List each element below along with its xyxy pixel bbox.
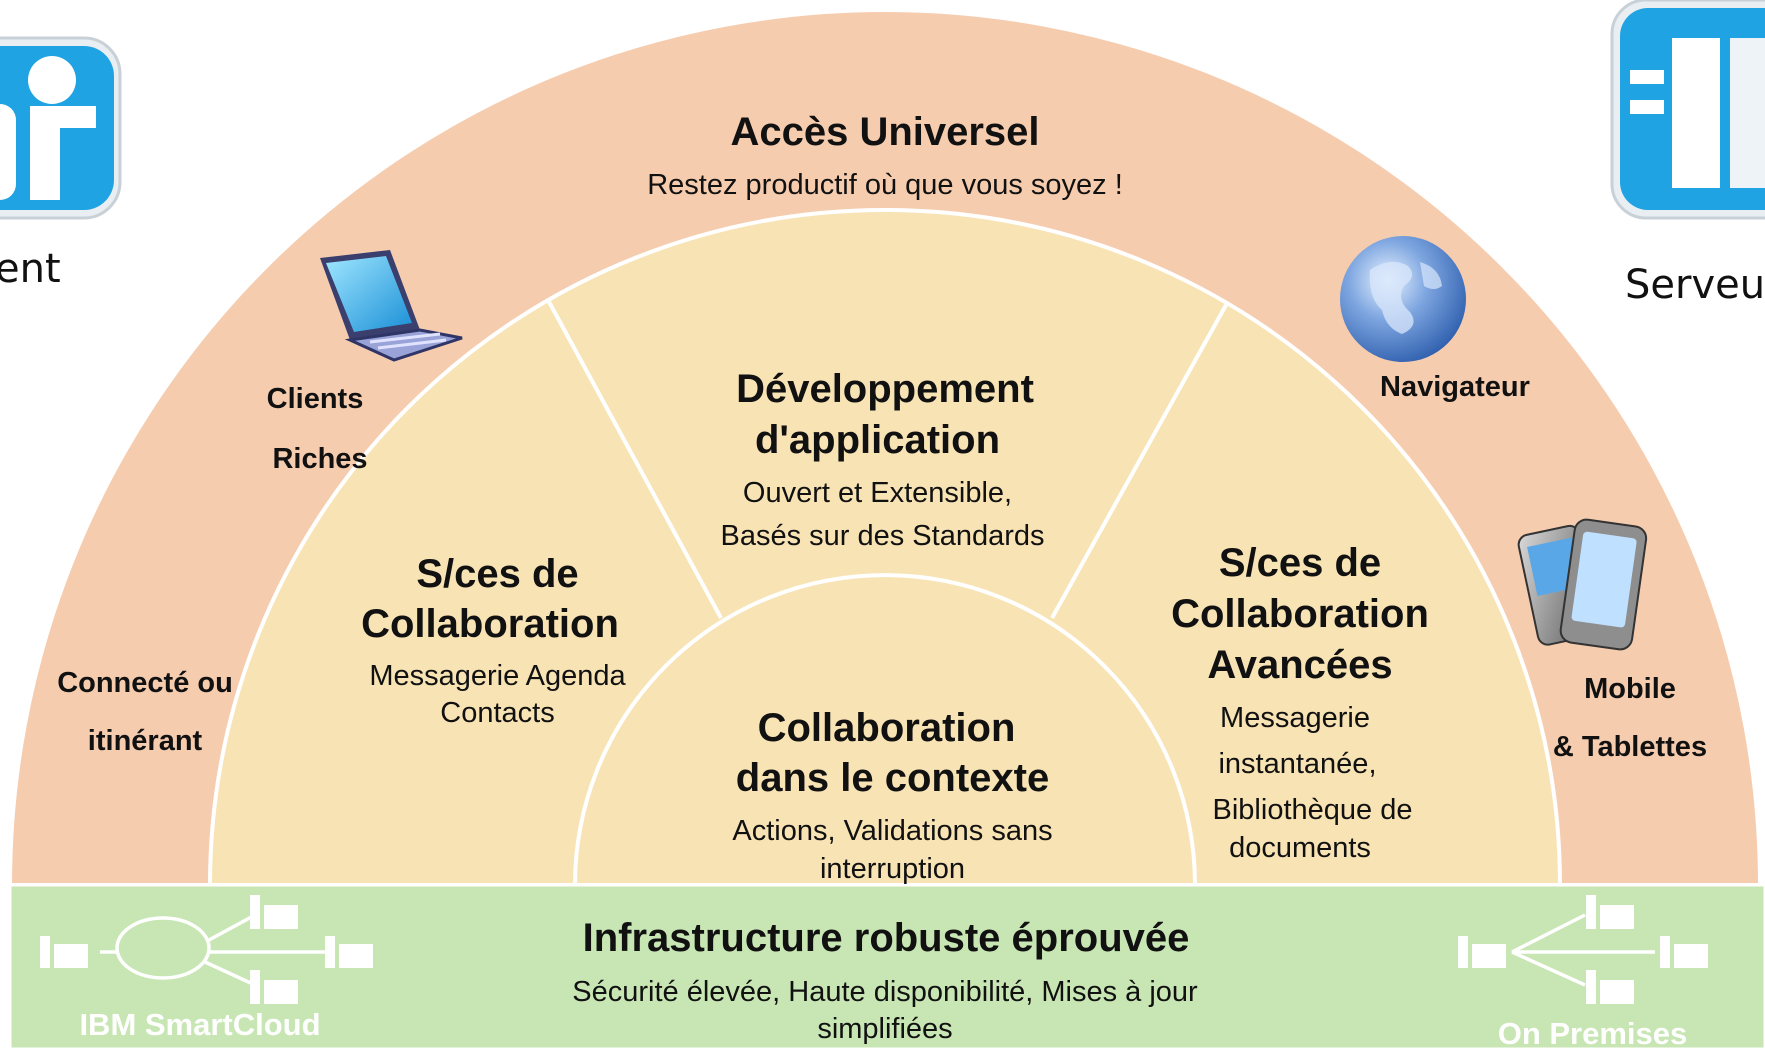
advanced-desc-line2: instantanée, — [1218, 748, 1377, 780]
advanced-desc-line4: documents — [1229, 832, 1371, 864]
cloud-network-icon — [40, 895, 373, 1004]
server-side-label: Serveur — [1625, 262, 1765, 308]
globe-icon — [1340, 236, 1466, 362]
separator-left — [546, 299, 723, 619]
infrastructure-title: Infrastructure robuste éprouvée — [582, 916, 1190, 960]
laptop-icon — [320, 250, 463, 362]
advanced-title-line2: Collaboration — [1171, 592, 1429, 636]
infrastructure-desc-line1: Sécurité élevée, Haute disponibilité, Mi… — [572, 976, 1198, 1008]
rich-clients-line1: Clients — [266, 383, 364, 415]
collab-desc-line2: Contacts — [440, 697, 555, 729]
advanced-desc-line3: Bibliothèque de — [1212, 794, 1413, 826]
development-desc-line2: Basés sur des Standards — [720, 520, 1045, 552]
rich-clients-line2: Riches — [272, 443, 368, 475]
collab-desc-line1: Messagerie Agenda — [369, 660, 626, 692]
outer-ring-title: Accès Universel — [730, 110, 1040, 154]
center-desc-line2: interruption — [819, 853, 966, 885]
mobile-line2: & Tablettes — [1552, 731, 1708, 763]
separator-right — [1050, 304, 1228, 619]
inner-disc — [572, 573, 1198, 887]
ibm-smartcloud-label: IBM SmartCloud — [79, 1007, 321, 1042]
collab-title-line1: S/ces de — [416, 552, 579, 596]
advanced-title-line3: Avancées — [1207, 643, 1393, 687]
development-title-line2: d'application — [754, 418, 1001, 462]
collab-title-line2: Collaboration — [361, 602, 619, 646]
client-app-icon — [0, 36, 122, 220]
client-side-label: ent — [0, 246, 61, 292]
server-app-icon — [1610, 0, 1765, 220]
center-desc-line1: Actions, Validations sans — [732, 815, 1053, 847]
development-desc-line1: Ouvert et Extensible, — [742, 477, 1013, 509]
mobile-line1: Mobile — [1584, 673, 1676, 705]
connected-line1: Connecté ou — [57, 667, 233, 699]
on-premises-label: On Premises — [1497, 1016, 1688, 1051]
advanced-desc-line1: Messagerie — [1220, 702, 1370, 734]
center-title-line2: dans le contexte — [735, 756, 1050, 800]
mobile-phones-icon — [1517, 518, 1648, 651]
middle-ring — [207, 208, 1563, 887]
center-title-line1: Collaboration — [757, 706, 1016, 750]
browser-label: Navigateur — [1380, 371, 1530, 403]
connected-line2: itinérant — [87, 725, 203, 757]
infrastructure-desc-line2: simplifiées — [817, 1013, 953, 1045]
advanced-title-line1: S/ces de — [1218, 541, 1382, 585]
development-title-line1: Développement — [736, 367, 1034, 411]
building-network-icon — [1458, 895, 1708, 1004]
outer-ring-subtitle: Restez productif où que vous soyez ! — [647, 169, 1123, 201]
